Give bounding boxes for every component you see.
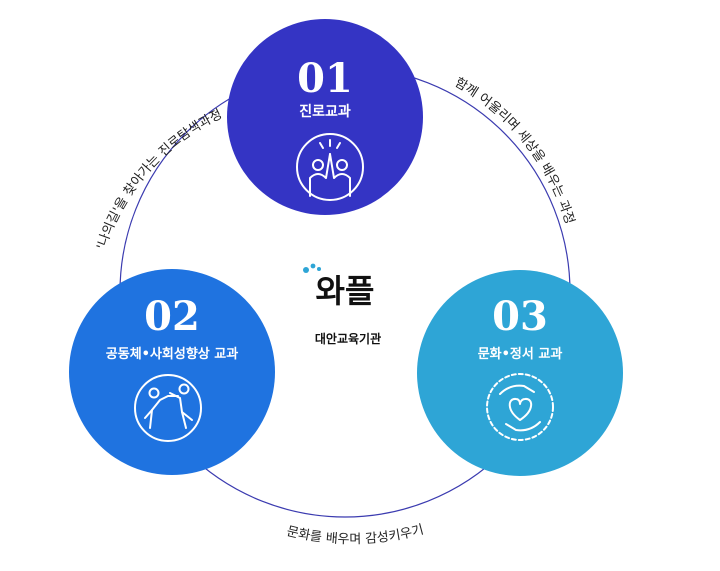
circle-02-bg — [69, 269, 275, 475]
circle-03-number: 03 — [492, 293, 548, 340]
circle-02-label: 공동체•사회성향상 교과 — [106, 346, 238, 362]
circle-01-bg — [227, 19, 423, 215]
arc-caption-top-left: '나의길'을 찾아가는 진로탐색과정 — [94, 107, 224, 251]
circle-02-number: 02 — [144, 293, 200, 340]
heart-hands-icon — [486, 373, 554, 441]
circle-01: 01 진로교과 — [227, 19, 423, 215]
circle-01-number: 01 — [297, 55, 353, 102]
circle-03-label: 문화•정서 교과 — [478, 346, 563, 362]
logo-subtitle: 대안교육기관 — [315, 331, 381, 346]
logo-name: 와플 — [316, 272, 375, 310]
circle-02: 02 공동체•사회성향상 교과 — [69, 269, 275, 475]
circle-01-label: 진로교과 — [299, 103, 351, 120]
helping-hand-climb-icon — [134, 374, 202, 442]
arc-caption-top-right: 함께 어울리며 세상을 배우는 과정 — [452, 75, 577, 226]
high-five-icon — [296, 133, 364, 201]
water-drop-icon — [303, 263, 321, 273]
arc-caption-bottom: 문화를 배우며 감성키우기 — [285, 522, 425, 547]
circle-03: 03 문화•정서 교과 — [417, 270, 623, 476]
center-logo: 와플 대안교육기관 — [303, 263, 381, 346]
